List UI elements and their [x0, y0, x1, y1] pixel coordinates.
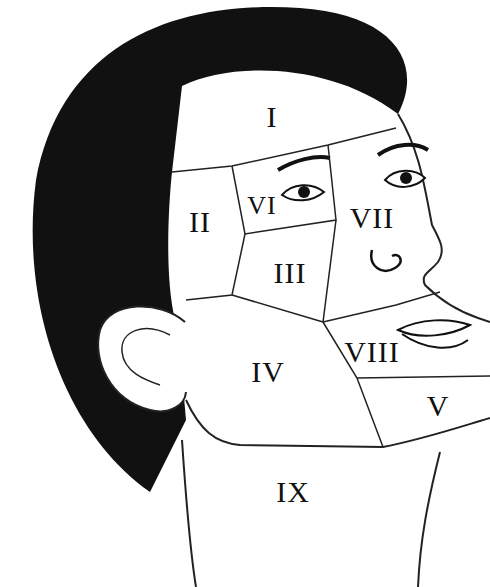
lips	[398, 320, 470, 335]
pupil	[400, 172, 412, 184]
eye	[282, 185, 324, 200]
nose	[371, 250, 400, 271]
region-number: V	[427, 391, 450, 421]
eyebrow	[278, 157, 330, 170]
region-boundary	[357, 376, 490, 378]
region-boundary	[232, 220, 336, 322]
pupil	[298, 186, 310, 198]
region-boundary	[186, 234, 245, 300]
lips	[402, 334, 468, 348]
eye	[385, 171, 425, 187]
region-number: III	[274, 258, 307, 288]
region-number: I	[267, 102, 278, 132]
region-number: VII	[350, 203, 395, 233]
region-number: IV	[251, 357, 285, 387]
region-boundary	[232, 145, 336, 234]
ear	[98, 306, 186, 411]
neck-line	[418, 452, 440, 587]
eyebrow	[378, 145, 428, 155]
region-boundaries	[172, 128, 490, 447]
region-number: II	[189, 207, 211, 237]
region-number: VI	[247, 193, 276, 219]
region-boundary	[323, 292, 440, 322]
hair	[33, 7, 407, 492]
region-number: VIII	[344, 337, 400, 367]
neck-line	[182, 440, 196, 587]
ear-detail	[122, 329, 170, 385]
region-number: IX	[276, 477, 310, 507]
region-boundary	[172, 128, 396, 172]
